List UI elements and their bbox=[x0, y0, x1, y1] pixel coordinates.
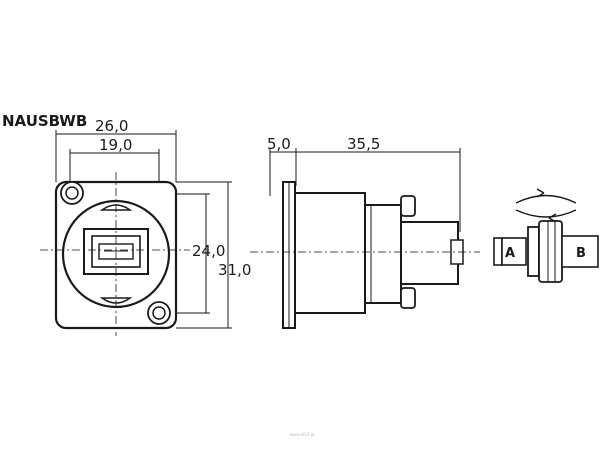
front-view: 26,0 19,0 24,0 31,0 bbox=[40, 117, 251, 336]
dim-side-body-depth: 35,5 bbox=[347, 135, 380, 153]
dim-front-height-inner: 24,0 bbox=[192, 242, 225, 260]
rotate-arrows-icon bbox=[515, 188, 577, 223]
mounting-hole-bottom-right bbox=[147, 301, 171, 325]
watermark: www.ld24.pl bbox=[290, 432, 314, 437]
dim-front-width-outer: 26,0 bbox=[95, 117, 128, 135]
dim-front-width-inner: 19,0 bbox=[99, 136, 132, 154]
side-view: 5,0 35,5 bbox=[250, 135, 480, 329]
adapter-label-b: B bbox=[576, 246, 586, 261]
dim-front-height-outer: 31,0 bbox=[218, 261, 251, 279]
usb-adapter: A B bbox=[493, 188, 599, 283]
model-title: NAUSBWB bbox=[2, 112, 87, 130]
usb-socket-icon bbox=[83, 228, 149, 275]
adapter-label-a: A bbox=[505, 246, 515, 261]
mounting-hole-top-left bbox=[60, 181, 84, 205]
dim-side-flange-depth: 5,0 bbox=[267, 135, 291, 153]
